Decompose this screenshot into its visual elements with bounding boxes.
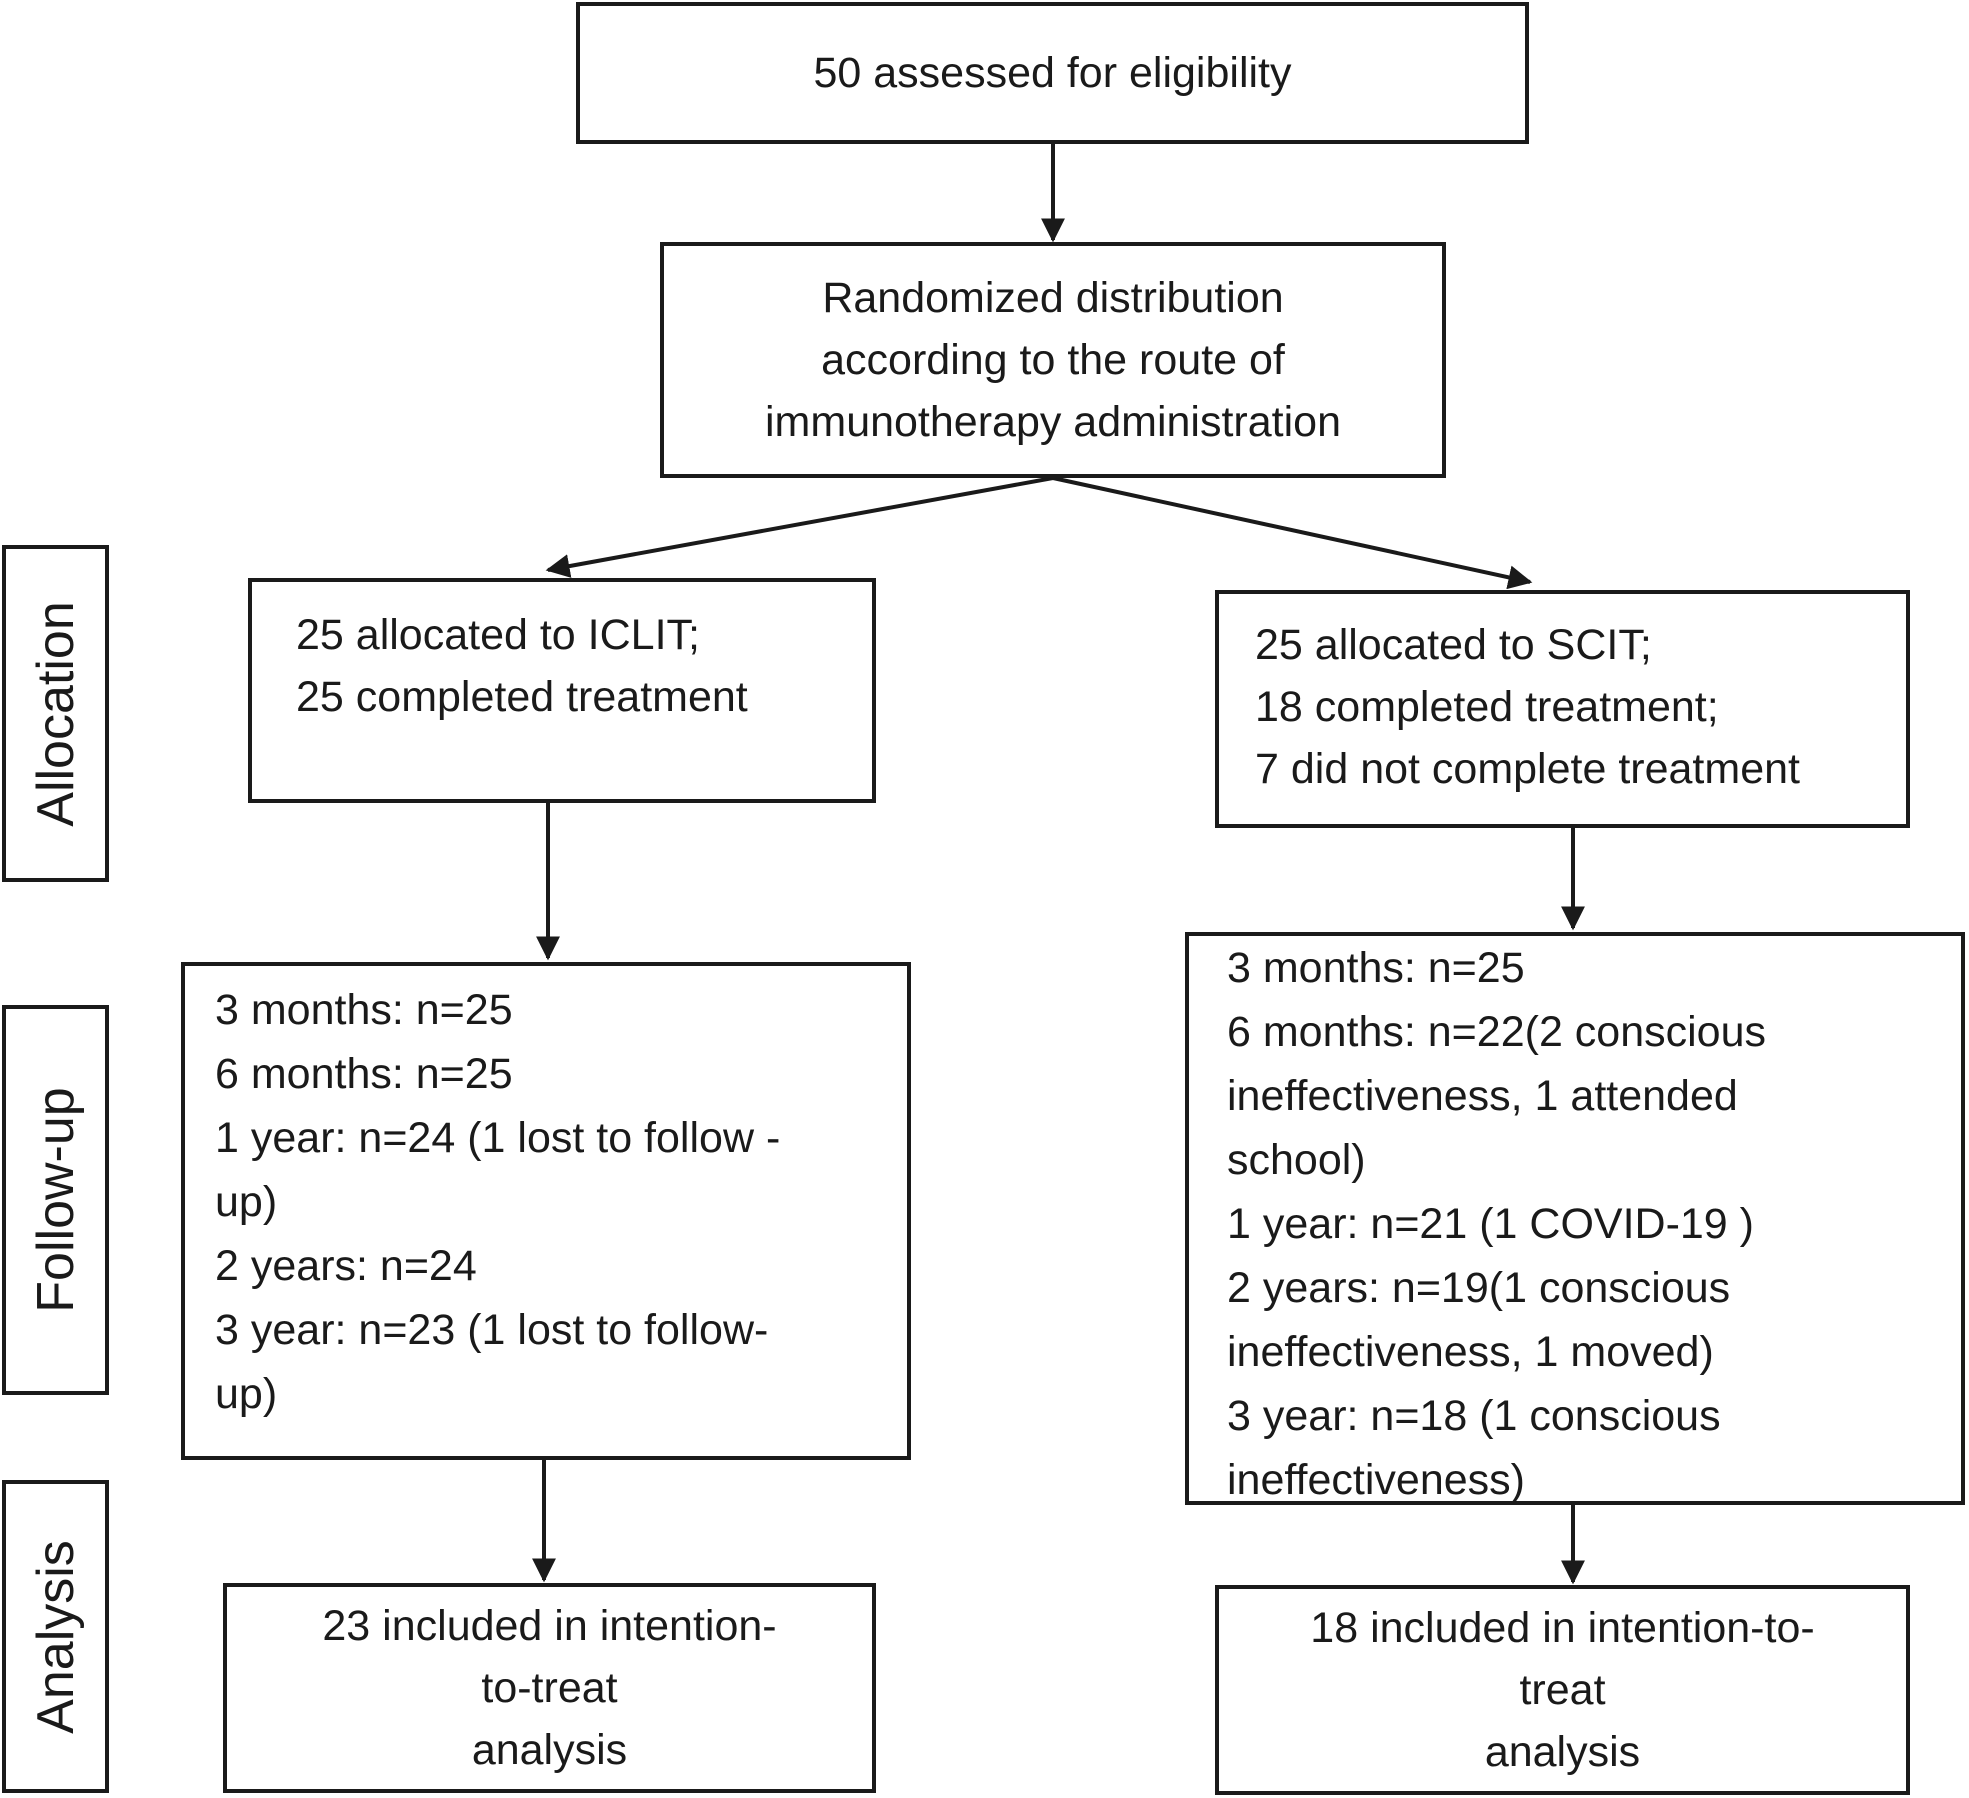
scit-followup-line-3: ineffectiveness, 1 attended [1227, 1072, 1738, 1120]
allocation-stage-text: Allocation [26, 600, 85, 827]
scit-followup-line-4: school) [1227, 1136, 1366, 1184]
iclit-analysis-line-3: analysis [471, 1726, 628, 1774]
randomization-line-2: according to the route of [821, 336, 1285, 384]
followup-stage-label: Follow-up [2, 1005, 109, 1395]
iclit-followup-line-6: 3 year: n=23 (1 lost to follow- [215, 1306, 769, 1354]
scit-followup-line-7: ineffectiveness, 1 moved) [1227, 1328, 1714, 1376]
scit-allocation-box: 25 allocated to SCIT; 18 completed treat… [1215, 590, 1910, 828]
iclit-allocation-box: 25 allocated to ICLIT; 25 completed trea… [248, 578, 876, 803]
followup-stage-text: Follow-up [26, 1087, 85, 1313]
scit-followup-box: 3 months: n=25 6 months: n=22(2 consciou… [1185, 932, 1965, 1505]
scit-followup-line-8: 3 year: n=18 (1 conscious [1227, 1392, 1721, 1440]
iclit-allocation-line-1: 25 allocated to ICLIT; [296, 611, 700, 659]
iclit-followup-line-3: 1 year: n=24 (1 lost to follow - [215, 1114, 781, 1162]
iclit-followup-box: 3 months: n=25 6 months: n=25 1 year: n=… [181, 962, 911, 1460]
arrow-randomization-to-scit [1052, 476, 1533, 590]
iclit-analysis-line-2: to-treat [481, 1664, 618, 1712]
scit-analysis-box: 18 included in intention-to- treat analy… [1215, 1585, 1910, 1795]
scit-allocation-line-2: 18 completed treatment; [1255, 683, 1719, 731]
arrow-randomization-to-iclit [545, 476, 1054, 578]
analysis-stage-label: Analysis [2, 1480, 109, 1793]
scit-followup-line-1: 3 months: n=25 [1227, 944, 1525, 992]
eligibility-text: 50 assessed for eligibility [813, 49, 1292, 97]
scit-followup-line-6: 2 years: n=19(1 conscious [1227, 1264, 1731, 1312]
scit-followup-line-9: ineffectiveness) [1227, 1456, 1525, 1504]
iclit-followup-line-7: up) [215, 1370, 278, 1418]
scit-followup-line-5: 1 year: n=21 (1 COVID-19 ) [1227, 1200, 1754, 1248]
iclit-followup-line-4: up) [215, 1178, 278, 1226]
scit-analysis-line-3: analysis [1484, 1728, 1641, 1776]
iclit-analysis-line-1: 23 included in intention- [322, 1602, 777, 1650]
randomization-line-1: Randomized distribution [822, 274, 1284, 322]
scit-followup-line-2: 6 months: n=22(2 conscious [1227, 1008, 1767, 1056]
allocation-stage-label: Allocation [2, 545, 109, 882]
scit-analysis-line-2: treat [1519, 1666, 1606, 1714]
scit-allocation-line-1: 25 allocated to SCIT; [1255, 621, 1652, 669]
randomization-line-3: immunotherapy administration [765, 398, 1341, 446]
iclit-followup-line-1: 3 months: n=25 [215, 986, 513, 1034]
iclit-allocation-line-2: 25 completed treatment [296, 673, 748, 721]
iclit-analysis-box: 23 included in intention- to-treat analy… [223, 1583, 876, 1793]
scit-allocation-line-3: 7 did not complete treatment [1255, 745, 1800, 793]
eligibility-box: 50 assessed for eligibility [576, 2, 1529, 144]
scit-analysis-line-1: 18 included in intention-to- [1310, 1604, 1815, 1652]
randomization-box: Randomized distribution according to the… [660, 242, 1446, 478]
iclit-followup-line-2: 6 months: n=25 [215, 1050, 513, 1098]
analysis-stage-text: Analysis [26, 1539, 85, 1734]
iclit-followup-line-5: 2 years: n=24 [215, 1242, 477, 1290]
